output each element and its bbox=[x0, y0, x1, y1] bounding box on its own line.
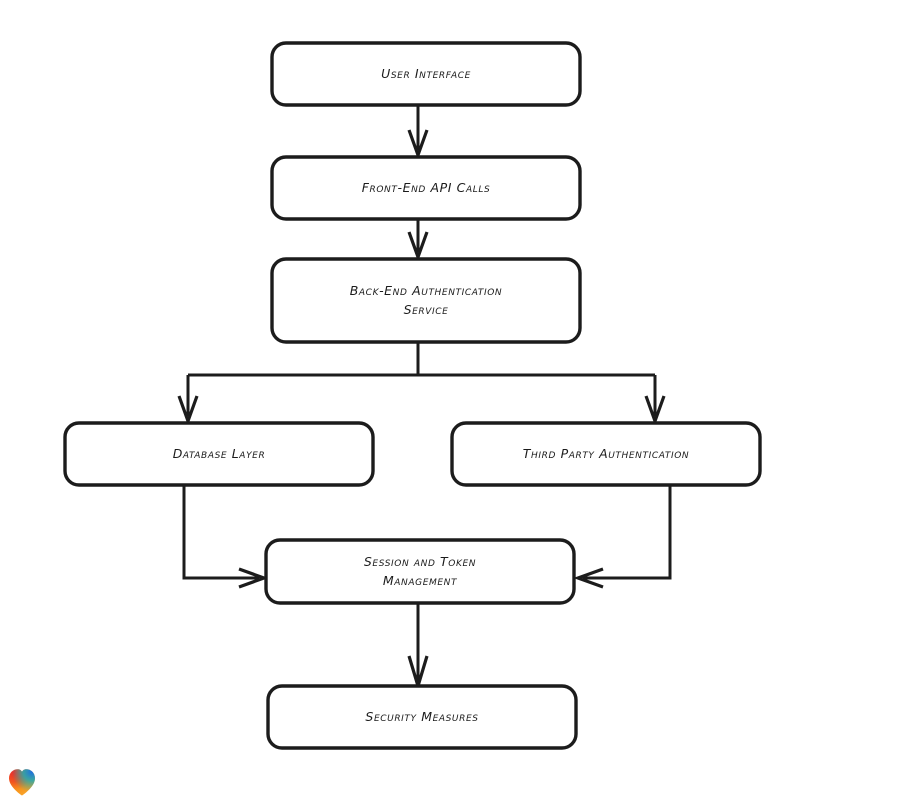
node-box[interactable] bbox=[264, 538, 576, 605]
node-box[interactable] bbox=[270, 155, 582, 221]
node-user-interface[interactable] bbox=[270, 41, 582, 107]
edge-session-to-security bbox=[407, 603, 429, 692]
edge-backend-split-trunk bbox=[188, 342, 655, 377]
nodes-layer bbox=[63, 41, 762, 750]
node-box[interactable] bbox=[450, 421, 762, 487]
edge-backend-to-database bbox=[177, 375, 199, 426]
node-database-layer[interactable] bbox=[63, 421, 375, 487]
node-box[interactable] bbox=[266, 684, 578, 750]
node-back-end-authentication-service[interactable] bbox=[270, 257, 582, 344]
node-third-party-authentication[interactable] bbox=[450, 421, 762, 487]
edges-layer bbox=[177, 105, 672, 692]
heart-icon bbox=[9, 769, 35, 796]
node-front-end-api-calls[interactable] bbox=[270, 155, 582, 221]
node-session-and-token-management[interactable] bbox=[264, 538, 576, 605]
node-box[interactable] bbox=[63, 421, 375, 487]
node-box[interactable] bbox=[270, 41, 582, 107]
edge-thirdparty-to-session bbox=[573, 485, 672, 589]
edge-ui-to-api bbox=[407, 105, 429, 160]
node-box[interactable] bbox=[270, 257, 582, 344]
edge-backend-to-thirdparty bbox=[644, 375, 666, 426]
edge-api-to-backend bbox=[407, 219, 429, 262]
node-security-measures[interactable] bbox=[266, 684, 578, 750]
edge-database-to-session bbox=[182, 485, 269, 589]
